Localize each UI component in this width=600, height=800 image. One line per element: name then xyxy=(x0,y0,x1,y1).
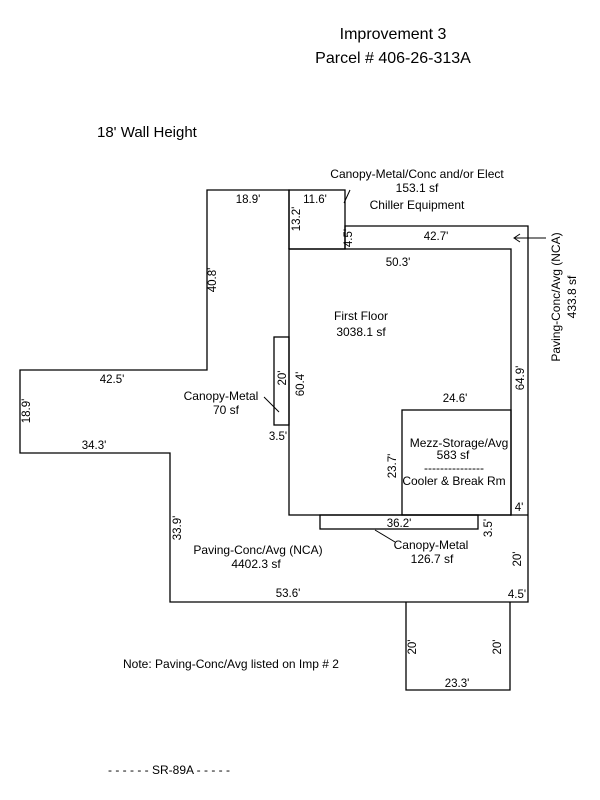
paving-note: Note: Paving-Conc/Avg listed on Imp # 2 xyxy=(123,657,339,671)
dim-left-end: 18.9' xyxy=(21,399,33,424)
paving-left-name: Paving-Conc/Avg (NCA) xyxy=(193,543,322,557)
arrow-paving-right xyxy=(513,233,521,243)
paving-left-area: 4402.3 sf xyxy=(231,557,281,571)
leader-canopy-left xyxy=(263,396,280,413)
mezz-name: Mezz-Storage/Avg xyxy=(410,436,509,450)
dim-canopy-bottom-depth: 3.5' xyxy=(483,519,495,537)
dim-extension-left: 20' xyxy=(407,640,419,655)
dim-mezz-height: 23.7' xyxy=(387,454,399,479)
leader-canopy-top xyxy=(343,189,351,204)
dim-canopy-bottom-width: 36.2' xyxy=(387,518,412,530)
dim-bottom-extension: 23.3' xyxy=(445,678,470,690)
dim-top-offset: 4.5' xyxy=(343,229,355,247)
paving-left-outline xyxy=(19,189,529,603)
first-floor-name: First Floor xyxy=(334,309,388,323)
paving-right-area: 433.8 sf xyxy=(565,275,579,318)
mezz-area: 583 sf xyxy=(437,448,470,462)
canopy-left-area: 70 sf xyxy=(213,403,240,417)
dim-right-step: 4.5' xyxy=(508,589,526,601)
title-improvement: Improvement 3 xyxy=(340,26,447,43)
dim-building-height: 60.4' xyxy=(295,372,307,397)
dim-left-bottom: 34.3' xyxy=(82,440,107,452)
title-parcel: Parcel # 406-26-313A xyxy=(315,50,471,67)
dim-bottom-left: 53.6' xyxy=(276,588,301,600)
dim-left-top: 42.5' xyxy=(100,374,125,386)
dim-top-paving: 42.7' xyxy=(424,231,449,243)
dim-mezz-width: 24.6' xyxy=(443,393,468,405)
paving-right-name: Paving-Conc/Avg (NCA) xyxy=(549,232,563,361)
dim-canopy-top-height: 13.2' xyxy=(291,207,303,232)
dim-extension-right: 20' xyxy=(492,640,504,655)
canopy-bottom-outline xyxy=(319,514,479,530)
canopy-top-name: Canopy-Metal/Conc and/or Elect xyxy=(330,167,504,181)
dim-right-lower: 20' xyxy=(512,552,524,567)
dim-top-left: 18.9' xyxy=(236,194,261,206)
dim-canopy-top-width: 11.6' xyxy=(303,194,327,206)
dim-canopy-left-depth: 3.5' xyxy=(269,431,287,443)
road-label: - - - - - - SR-89A - - - - - xyxy=(108,763,230,777)
canopy-left-name: Canopy-Metal xyxy=(184,389,259,403)
paving-bottom-extension xyxy=(405,602,511,691)
canopy-top-area: 153.1 sf xyxy=(396,181,439,195)
canopy-top-sub: Chiller Equipment xyxy=(370,198,465,212)
dim-four: 4' xyxy=(515,502,524,514)
leader-canopy-bottom xyxy=(374,529,396,543)
dim-left-wing-height: 40.8' xyxy=(207,268,219,293)
mezz-divider: --------------- xyxy=(424,461,484,475)
dim-canopy-left-length: 20' xyxy=(277,371,289,386)
canopy-bottom-area: 126.7 sf xyxy=(411,552,454,566)
dim-building-top: 50.3' xyxy=(386,257,411,269)
wall-height-label: 18' Wall Height xyxy=(97,124,198,141)
canopy-bottom-name: Canopy-Metal xyxy=(394,538,469,552)
dim-right-side: 64.9' xyxy=(515,366,527,391)
first-floor-area: 3038.1 sf xyxy=(336,325,386,339)
mezz-sub: Cooler & Break Rm xyxy=(402,474,505,488)
dim-paving-left-height: 33.9' xyxy=(172,516,184,541)
canopy-left-outline xyxy=(273,336,290,426)
